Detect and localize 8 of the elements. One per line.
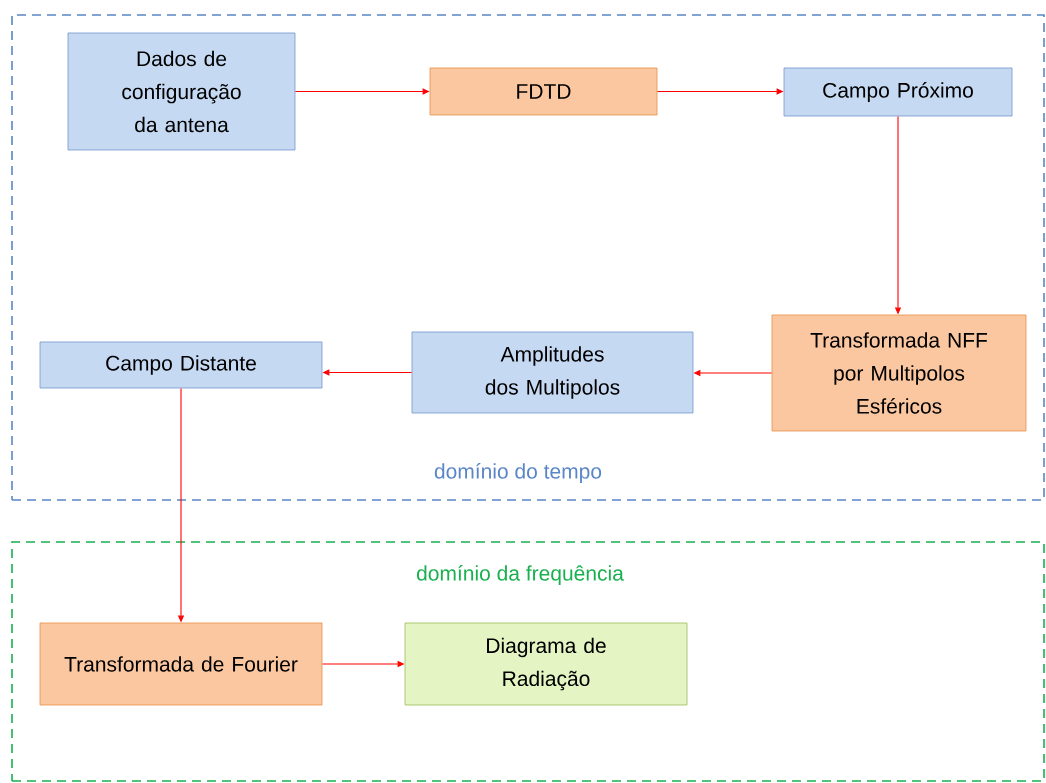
process-box: FDTD: [429, 67, 658, 116]
process-box: Amplitudes dos Multipolos: [411, 331, 694, 414]
process-box: Campo Próximo: [783, 67, 1013, 117]
process-box: Transformada NFF por Multipolos Esféricos: [771, 314, 1027, 432]
process-box: Diagrama de Radiação: [404, 622, 688, 706]
process-box: Transformada de Fourier: [39, 622, 323, 706]
process-box: Campo Distante: [39, 341, 323, 389]
process-box: Dados de configuração da antena: [67, 32, 296, 151]
